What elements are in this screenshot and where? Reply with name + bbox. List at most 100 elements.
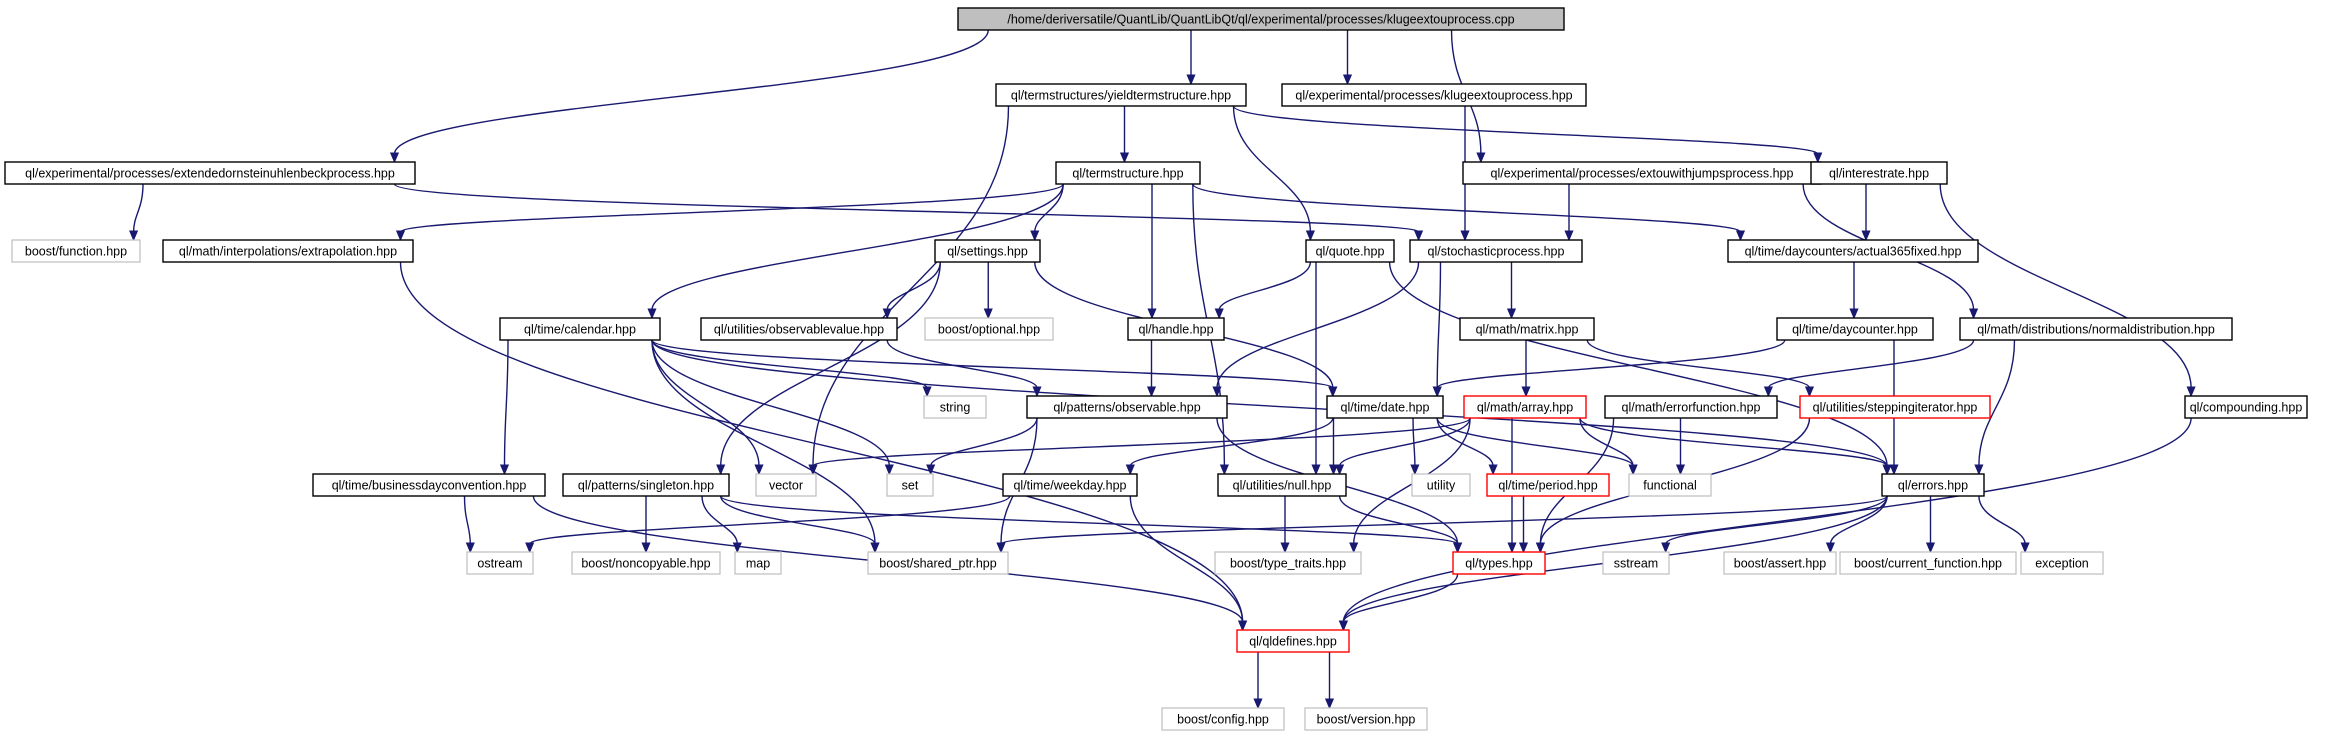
node-ql-experimental-processes-extouwithjumpsprocess-hpp[interactable]: ql/experimental/processes/extouwithjumps… xyxy=(1462,161,1822,185)
node-label: ql/utilities/steppingiterator.hpp xyxy=(1813,401,1978,415)
node-ql-time-period-hpp[interactable]: ql/time/period.hpp xyxy=(1486,473,1610,497)
node-label: boost/function.hpp xyxy=(25,245,127,259)
node-ql-termstructure-hpp[interactable]: ql/termstructure.hpp xyxy=(1055,161,1201,185)
node-home-deriversatile-quantlib-quantlibqt-ql-experimental-processes-klugeextouprocess-cpp[interactable]: /home/deriversatile/QuantLib/QuantLibQt/… xyxy=(957,7,1565,31)
node-ql-time-date-hpp[interactable]: ql/time/date.hpp xyxy=(1326,395,1444,419)
node-boost-type-traits-hpp: boost/type_traits.hpp xyxy=(1214,551,1362,575)
node-label: boost/version.hpp xyxy=(1317,713,1416,727)
node-box xyxy=(1304,707,1428,731)
node-box xyxy=(562,473,730,497)
arrowhead-ts-to-extra xyxy=(395,230,406,242)
node-label: ql/termstructures/yieldtermstructure.hpp xyxy=(1011,89,1231,103)
node-box xyxy=(1452,551,1546,575)
edge-ts-to-cal xyxy=(651,183,1064,311)
node-label: functional xyxy=(1643,479,1697,493)
arrowhead-ov-to-obs xyxy=(1032,386,1042,398)
node-ql-math-interpolations-extrapolation-hpp[interactable]: ql/math/interpolations/extrapolation.hpp xyxy=(162,239,414,263)
node-box xyxy=(886,473,934,497)
node-label: utility xyxy=(1427,479,1456,493)
arrowhead-ir-to-a365 xyxy=(1861,230,1871,242)
node-box xyxy=(1486,473,1610,497)
node-box xyxy=(1776,317,1934,341)
dependency-nodes: /home/deriversatile/QuantLib/QuantLibQt/… xyxy=(4,7,2308,731)
edge-weekday-to-ostream xyxy=(529,495,1011,545)
node-box xyxy=(1463,395,1587,419)
node-ql-compounding-hpp[interactable]: ql/compounding.hpp xyxy=(2184,395,2308,419)
node-box xyxy=(1602,551,1670,575)
node-label: ql/stochasticprocess.hpp xyxy=(1428,245,1565,259)
arrowhead-weekday-to-qldef xyxy=(1238,620,1248,632)
node-ql-qldefines-hpp[interactable]: ql/qldefines.hpp xyxy=(1236,629,1350,653)
edge-sp-to-obs xyxy=(1216,261,1420,389)
edge-matrix-to-stepit xyxy=(1586,339,1811,389)
node-box xyxy=(1799,395,1991,419)
node-ql-time-businessdayconvention-hpp[interactable]: ql/time/businessdayconvention.hpp xyxy=(312,473,546,497)
arrowhead-period-to-types xyxy=(1518,542,1529,554)
node-ql-utilities-steppingiterator-hpp[interactable]: ql/utilities/steppingiterator.hpp xyxy=(1799,395,1991,419)
arrowhead-eou-to-bfun xyxy=(129,230,139,242)
node-ql-handle-hpp[interactable]: ql/handle.hpp xyxy=(1127,317,1225,341)
node-label: ql/errors.hpp xyxy=(1898,479,1968,493)
edge-array-to-functional xyxy=(1579,417,1634,467)
node-box xyxy=(1604,395,1778,419)
node-ql-stochasticprocess-hpp[interactable]: ql/stochasticprocess.hpp xyxy=(1409,239,1583,263)
node-label: vector xyxy=(769,479,803,493)
node-ql-time-daycounters-actual365fixed-hpp[interactable]: ql/time/daycounters/actual365fixed.hpp xyxy=(1727,239,1979,263)
node-box xyxy=(4,161,416,185)
node-ql-quote-hpp[interactable]: ql/quote.hpp xyxy=(1305,239,1395,263)
edge-array-to-null xyxy=(1338,417,1471,467)
node-label: ql/experimental/processes/klugeextouproc… xyxy=(1295,89,1572,103)
node-ql-math-matrix-hpp[interactable]: ql/math/matrix.hpp xyxy=(1459,317,1595,341)
node-ql-time-calendar-hpp[interactable]: ql/time/calendar.hpp xyxy=(499,317,661,341)
node-ql-types-hpp[interactable]: ql/types.hpp xyxy=(1452,551,1546,575)
arrowhead-single-to-map xyxy=(732,542,742,554)
node-ql-interestrate-hpp[interactable]: ql/interestrate.hpp xyxy=(1810,161,1948,185)
arrowhead-cal-to-set xyxy=(884,464,894,476)
node-box xyxy=(867,551,1009,575)
node-ql-math-distributions-normaldistribution-hpp[interactable]: ql/math/distributions/normaldistribution… xyxy=(1959,317,2233,341)
node-label: ostream xyxy=(477,557,522,571)
node-label: /home/deriversatile/QuantLib/QuantLibQt/… xyxy=(1007,13,1514,27)
arrowhead-single-to-bsp xyxy=(870,542,880,554)
node-label: ql/settings.hpp xyxy=(947,245,1028,259)
node-set: set xyxy=(886,473,934,497)
node-box xyxy=(1881,473,1985,497)
node-label: ql/math/array.hpp xyxy=(1477,401,1573,415)
node-label: boost/current_function.hpp xyxy=(1854,557,2002,571)
edge-cal-to-set xyxy=(651,339,890,467)
arrowhead-cal-to-date xyxy=(1328,386,1338,398)
node-label: ql/patterns/observable.hpp xyxy=(1053,401,1200,415)
node-ql-utilities-observablevalue-hpp[interactable]: ql/utilities/observablevalue.hpp xyxy=(700,317,898,341)
edge-comp-to-qldef xyxy=(1342,417,2192,623)
node-boost-current-function-hpp: boost/current_function.hpp xyxy=(1839,551,2017,575)
node-ql-time-daycounter-hpp[interactable]: ql/time/daycounter.hpp xyxy=(1776,317,1934,341)
node-ql-time-weekday-hpp[interactable]: ql/time/weekday.hpp xyxy=(1002,473,1138,497)
dependency-edges xyxy=(129,29,2196,710)
node-ql-utilities-null-hpp[interactable]: ql/utilities/null.hpp xyxy=(1217,473,1347,497)
arrowhead-sett-to-ov xyxy=(882,308,892,320)
arrowhead-array-to-functional xyxy=(1628,464,1638,476)
node-ql-patterns-singleton-hpp[interactable]: ql/patterns/singleton.hpp xyxy=(562,473,730,497)
node-label: ql/time/date.hpp xyxy=(1341,401,1430,415)
arrowhead-errors-to-sstream xyxy=(1661,542,1671,554)
arrowhead-ts-to-handle xyxy=(1147,308,1157,320)
node-ql-patterns-observable-hpp[interactable]: ql/patterns/observable.hpp xyxy=(1026,395,1228,419)
node-ql-experimental-processes-klugeextouprocess-hpp[interactable]: ql/experimental/processes/klugeextouproc… xyxy=(1281,83,1587,107)
arrowhead-errors-to-bcf xyxy=(1925,542,1936,554)
node-ql-termstructures-yieldtermstructure-hpp[interactable]: ql/termstructures/yieldtermstructure.hpp xyxy=(995,83,1247,107)
arrowhead-sett-to-single xyxy=(716,464,726,476)
node-ql-math-errorfunction-hpp[interactable]: ql/math/errorfunction.hpp xyxy=(1604,395,1778,419)
arrowhead-ts-to-cal xyxy=(647,308,657,320)
arrowhead-eouj-to-sp xyxy=(1564,230,1574,242)
node-box xyxy=(2020,551,2104,575)
node-label: set xyxy=(902,479,919,493)
node-ql-settings-hpp[interactable]: ql/settings.hpp xyxy=(934,239,1041,263)
node-ql-experimental-processes-extendedornsteinuhlenbeckprocess-hpp[interactable]: ql/experimental/processes/extendedornste… xyxy=(4,161,416,185)
node-ql-math-array-hpp[interactable]: ql/math/array.hpp xyxy=(1463,395,1587,419)
node-ql-errors-hpp[interactable]: ql/errors.hpp xyxy=(1881,473,1985,497)
node-box xyxy=(1459,317,1595,341)
arrowhead-cal-to-bdc xyxy=(499,464,510,476)
node-sstream: sstream xyxy=(1602,551,1670,575)
node-box xyxy=(1628,473,1712,497)
node-exception: exception xyxy=(2020,551,2104,575)
